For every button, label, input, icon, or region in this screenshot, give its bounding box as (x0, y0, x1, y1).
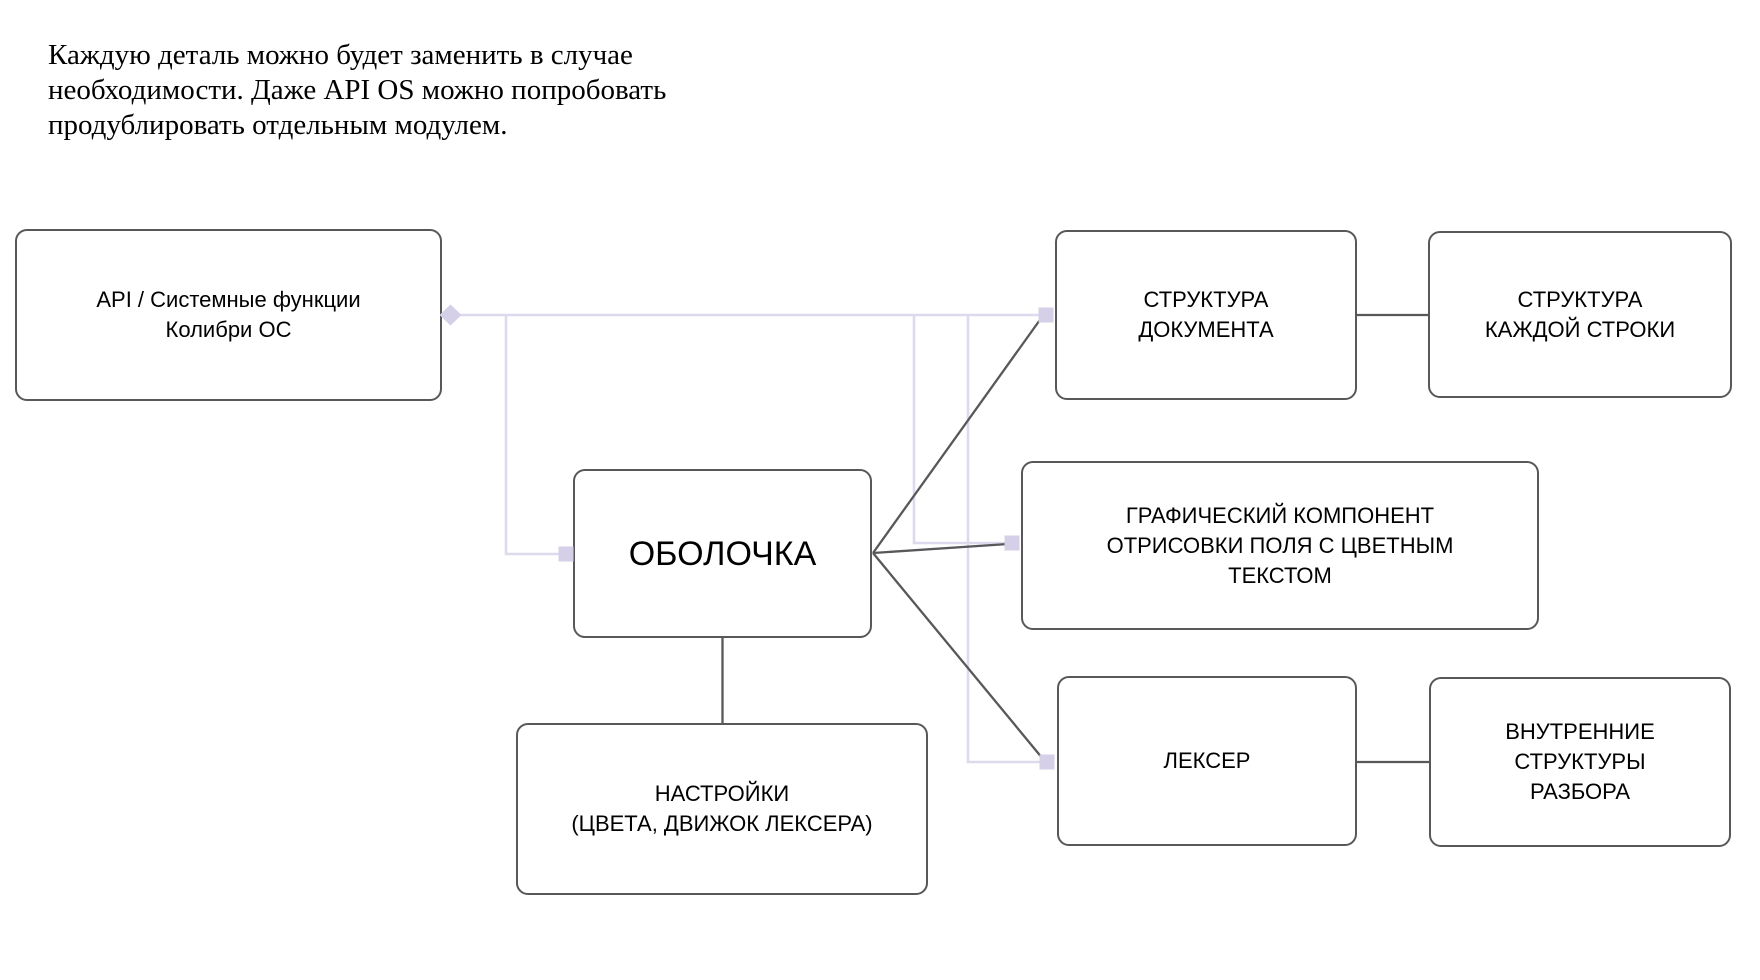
node-shell-label: ОБОЛОЧКА (628, 534, 817, 573)
node-api: API / Системные функции Колибри ОС (15, 229, 442, 401)
connector-diamond-api (439, 304, 462, 326)
edge-shell-doc-structure (872, 316, 1043, 554)
node-shell: ОБОЛОЧКА (573, 469, 872, 638)
node-graphic-component: ГРАФИЧЕСКИЙ КОМПОНЕНТ ОТРИСОВКИ ПОЛЯ С Ц… (1021, 461, 1539, 630)
node-graphic-component-label: ГРАФИЧЕСКИЙ КОМПОНЕНТ ОТРИСОВКИ ПОЛЯ С Ц… (1106, 502, 1454, 588)
note-text: Каждую деталь можно будет заменить в слу… (48, 39, 667, 141)
connector-square-lexer (1039, 754, 1055, 770)
node-line-structure: СТРУКТУРА КАЖДОЙ СТРОКИ (1428, 231, 1732, 398)
node-lexer-label: ЛЕКСЕР (1163, 748, 1251, 773)
node-parse-structures: ВНУТРЕННИЕ СТРУКТУРЫ РАЗБОРА (1429, 677, 1731, 847)
node-line-structure-label: СТРУКТУРА КАЖДОЙ СТРОКИ (1484, 286, 1676, 342)
node-doc-structure-label: СТРУКТУРА ДОКУМЕНТА (1138, 287, 1274, 342)
connector-square-graphic-component (1004, 535, 1020, 551)
node-doc-structure: СТРУКТУРА ДОКУМЕНТА (1055, 230, 1357, 400)
connector-square-shell (558, 546, 574, 562)
edge-api-graphic-component (912, 315, 1013, 545)
node-parse-structures-label: ВНУТРЕННИЕ СТРУКТУРЫ РАЗБОРА (1505, 719, 1655, 804)
connector-square-doc-structure (1038, 307, 1054, 323)
node-settings-label: НАСТРОЙКИ (ЦВЕТА, ДВИЖОК ЛЕКСЕРА) (571, 781, 873, 836)
node-settings: НАСТРОЙКИ (ЦВЕТА, ДВИЖОК ЛЕКСЕРА) (516, 723, 928, 895)
edge-api-shell (504, 315, 567, 556)
node-api-label: API / Системные функции Колибри ОС (96, 287, 361, 342)
node-lexer: ЛЕКСЕР (1057, 676, 1357, 846)
edge-shell-graphic-component (872, 542, 1009, 555)
